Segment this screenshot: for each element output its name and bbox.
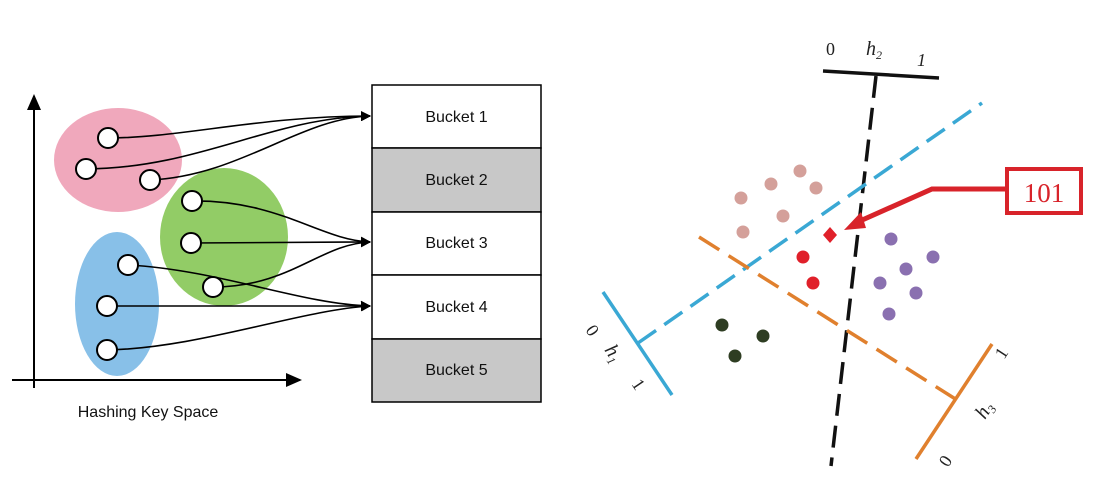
bucket-table: Bucket 1 Bucket 2 Bucket 3 Bucket 4 Buck…: [371, 84, 542, 403]
key-node: [139, 169, 161, 191]
key-node: [117, 254, 139, 276]
h3-hyperplane: [698, 235, 958, 402]
callout-arrow: [858, 186, 1007, 224]
data-point: [796, 250, 810, 264]
h1-name-label: h1: [598, 340, 627, 367]
red-points: [796, 227, 837, 290]
h3-name-label: h3: [971, 397, 1000, 423]
bucket-5: [371, 338, 542, 403]
data-point: [873, 276, 887, 290]
data-point: [909, 286, 923, 300]
data-point: [806, 276, 820, 290]
h2-axis: [822, 69, 940, 80]
data-point: [884, 232, 898, 246]
bucket-2-label: Bucket 2: [425, 172, 487, 189]
key-node: [97, 127, 119, 149]
callout-box: [1005, 167, 1083, 215]
h3-high-label: 1: [991, 344, 1013, 362]
h2-name-label: h2: [866, 38, 882, 62]
x-axis-label: Hashing Key Space: [78, 404, 219, 421]
bucket-4-label: Bucket 4: [425, 299, 487, 316]
hash-code-callout: 101: [844, 167, 1083, 230]
bucket-1: [371, 84, 542, 149]
key-nodes: [75, 127, 224, 361]
key-node: [180, 232, 202, 254]
data-point: [899, 262, 913, 276]
dark-points: [715, 318, 770, 363]
data-point: [926, 250, 940, 264]
h1-low-label: 0: [582, 321, 604, 340]
query-point-diamond: [823, 227, 837, 243]
cluster-pink: [54, 108, 182, 212]
h3-low-label: 0: [935, 452, 957, 470]
data-point: [756, 329, 770, 343]
bucket-4: [371, 274, 542, 340]
bucket-2: [371, 147, 542, 213]
h1-axis: [601, 291, 674, 396]
data-point: [764, 177, 778, 191]
hashing-diagram: Hashing Key Space: [12, 84, 542, 421]
h2-hyperplane: [829, 75, 878, 467]
h2-high-label: 1: [917, 50, 926, 70]
callout-label: 101: [1024, 178, 1065, 208]
bucket-1-label: Bucket 1: [425, 109, 487, 126]
pink-points: [734, 164, 823, 239]
data-point: [882, 307, 896, 321]
bucket-3-label: Bucket 3: [425, 235, 487, 252]
data-point: [728, 349, 742, 363]
bucket-5-label: Bucket 5: [425, 362, 487, 379]
hash-mapping-arrows: [85, 111, 371, 351]
callout-arrowhead: [844, 212, 866, 230]
data-point: [776, 209, 790, 223]
key-node: [181, 190, 203, 212]
key-node: [96, 339, 118, 361]
key-node: [96, 295, 118, 317]
h1-high-label: 1: [628, 375, 650, 394]
bucket-3: [371, 211, 542, 276]
h1-hyperplane: [636, 101, 984, 345]
data-point: [793, 164, 807, 178]
data-point: [809, 181, 823, 195]
cluster-green: [160, 168, 288, 306]
purple-points: [873, 232, 940, 321]
key-node: [202, 276, 224, 298]
data-point: [715, 318, 729, 332]
data-point: [734, 191, 748, 205]
random-projection-diagram: 0 1 h2 0 1 h1 1 0 h3: [582, 38, 1083, 470]
data-point: [736, 225, 750, 239]
h2-low-label: 0: [826, 39, 835, 59]
key-node: [75, 158, 97, 180]
h3-axis: [914, 343, 994, 460]
